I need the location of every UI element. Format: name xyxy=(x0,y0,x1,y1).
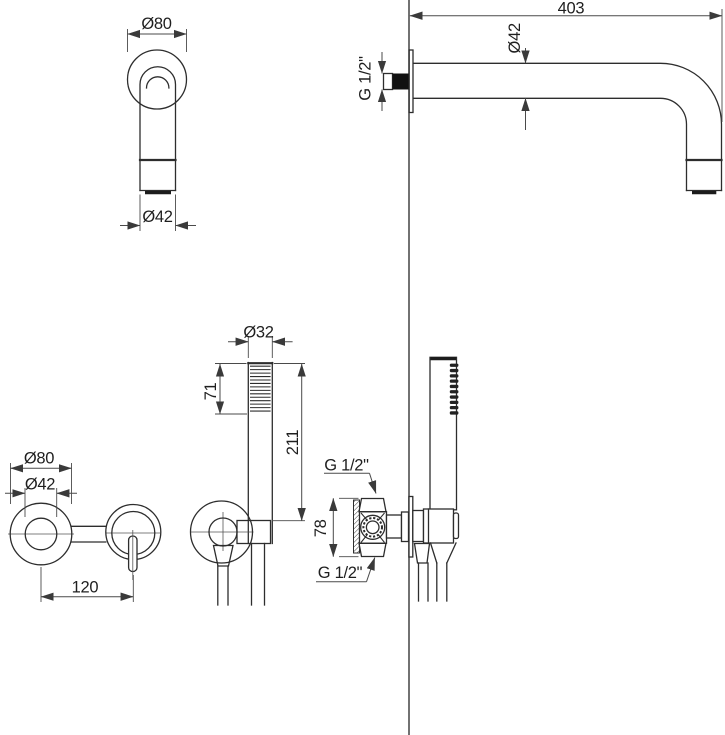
dim-spray-face-length: 71 xyxy=(202,383,220,401)
mixer-hub-circle xyxy=(24,517,58,551)
mixer-front-view: Ø80 Ø42 120 xyxy=(5,450,162,602)
label-valve-top-thread: G 1/2" xyxy=(324,457,369,475)
valve-top-port xyxy=(358,497,387,513)
dim-valve-port-span: 78 xyxy=(312,519,330,537)
arm-tube-top-outline xyxy=(412,62,723,192)
spray-nozzle-dots xyxy=(449,363,459,415)
shower-arm-side-view: 403 Ø42 G 1/2" xyxy=(357,0,723,195)
hand-shower-front-view: Ø32 71 211 xyxy=(189,324,306,606)
handle-grip-taper xyxy=(445,542,457,564)
thread-collar xyxy=(382,72,394,91)
dim-arm-flange-diameter: Ø80 xyxy=(141,15,171,33)
thread-nipple xyxy=(392,73,409,90)
dim-head-diameter: Ø32 xyxy=(243,324,273,342)
dim-mixer-escutcheon-diameter: Ø80 xyxy=(24,450,54,468)
arm-tube-outline xyxy=(139,66,177,192)
valve-mounting-plate xyxy=(353,499,360,554)
arm-wall-flange-circle xyxy=(126,49,188,110)
handle-grip-taper xyxy=(429,542,438,564)
hand-shower-side-view xyxy=(429,356,459,511)
valve-stem-sleeve xyxy=(385,514,403,539)
dim-arm-spout-diameter: Ø42 xyxy=(142,208,172,226)
shower-arm-front-view: Ø80 Ø42 xyxy=(120,15,196,231)
dim-arm-length: 403 xyxy=(558,0,585,18)
valve-stem-collar xyxy=(400,511,410,543)
spray-face-hatch xyxy=(250,365,271,412)
label-arm-thread: G 1/2" xyxy=(357,56,375,101)
valve-cartridge-outer xyxy=(360,514,386,540)
dim-mixer-center-distance: 120 xyxy=(72,579,99,597)
arm-wall-flange-edge xyxy=(408,49,414,114)
outlet-connector-cone xyxy=(413,542,431,564)
mixer-escutcheon-circle xyxy=(9,502,73,566)
handle-adapter xyxy=(412,509,425,543)
dim-wand-total-length: 211 xyxy=(284,430,302,456)
arm-tube-bottom-outline xyxy=(412,97,688,192)
holder-clamp-block xyxy=(236,519,272,545)
valve-cartridge-inner xyxy=(365,520,380,535)
label-valve-bottom-thread: G 1/2" xyxy=(318,564,363,582)
arm-bend-inner-arc xyxy=(145,76,170,89)
valve-bottom-port xyxy=(358,542,387,558)
dim-mixer-hub-diameter: Ø42 xyxy=(25,476,55,494)
valve-cartridge-serration xyxy=(362,517,384,538)
holder-escutcheon-circle xyxy=(189,500,254,564)
dim-arm-tube-diameter: Ø42 xyxy=(506,23,524,53)
handle-end-cap xyxy=(452,512,460,540)
valve-side-view: G 1/2" 78 G 1/2" xyxy=(312,457,460,602)
